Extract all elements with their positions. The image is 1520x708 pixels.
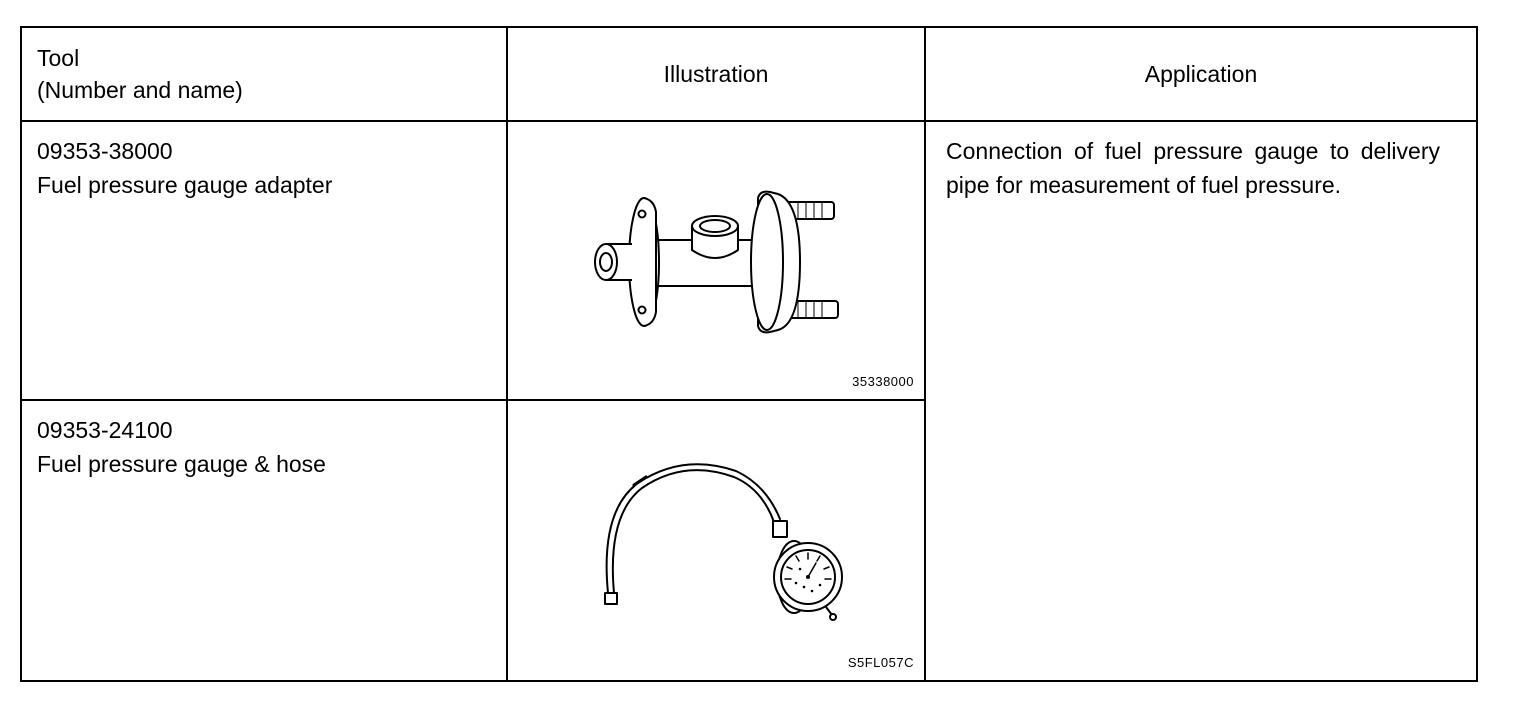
illustration-cell: S5FL057C bbox=[506, 399, 926, 682]
fuel-pressure-gauge-adapter-icon bbox=[594, 190, 839, 334]
tool-number: 09353-38000 bbox=[37, 138, 173, 164]
tool-name: Fuel pressure gauge & hose bbox=[37, 451, 326, 477]
fuel-pressure-gauge-hose-icon bbox=[604, 463, 843, 621]
header-application: Application bbox=[924, 26, 1478, 122]
illustration-code: 35338000 bbox=[852, 374, 914, 389]
table-row: 09353-24100 Fuel pressure gauge & hose bbox=[20, 399, 1477, 682]
header-tool: Tool (Number and name) bbox=[20, 26, 508, 122]
table-header-row: Tool (Number and name) Illustration Appl… bbox=[20, 26, 1478, 122]
header-tool-line1: Tool bbox=[37, 45, 80, 71]
header-tool-line2: (Number and name) bbox=[37, 77, 243, 103]
illustration-cell: 35338000 bbox=[506, 120, 926, 401]
header-illustration: Illustration bbox=[506, 26, 926, 122]
table-row: 09353-38000 Fuel pressure gauge adapter bbox=[20, 120, 1478, 682]
application-cell: Connection of fuel pressure gauge to del… bbox=[924, 120, 1478, 682]
special-tools-table: Tool (Number and name) Illustration Appl… bbox=[20, 26, 1478, 682]
tool-cell: 09353-38000 Fuel pressure gauge adapter bbox=[20, 120, 508, 401]
tool-name: Fuel pressure gauge adapter bbox=[37, 172, 333, 198]
tool-number: 09353-24100 bbox=[37, 417, 173, 443]
illustration-code: S5FL057C bbox=[847, 655, 914, 670]
tool-cell: 09353-24100 Fuel pressure gauge & hose bbox=[20, 399, 508, 682]
